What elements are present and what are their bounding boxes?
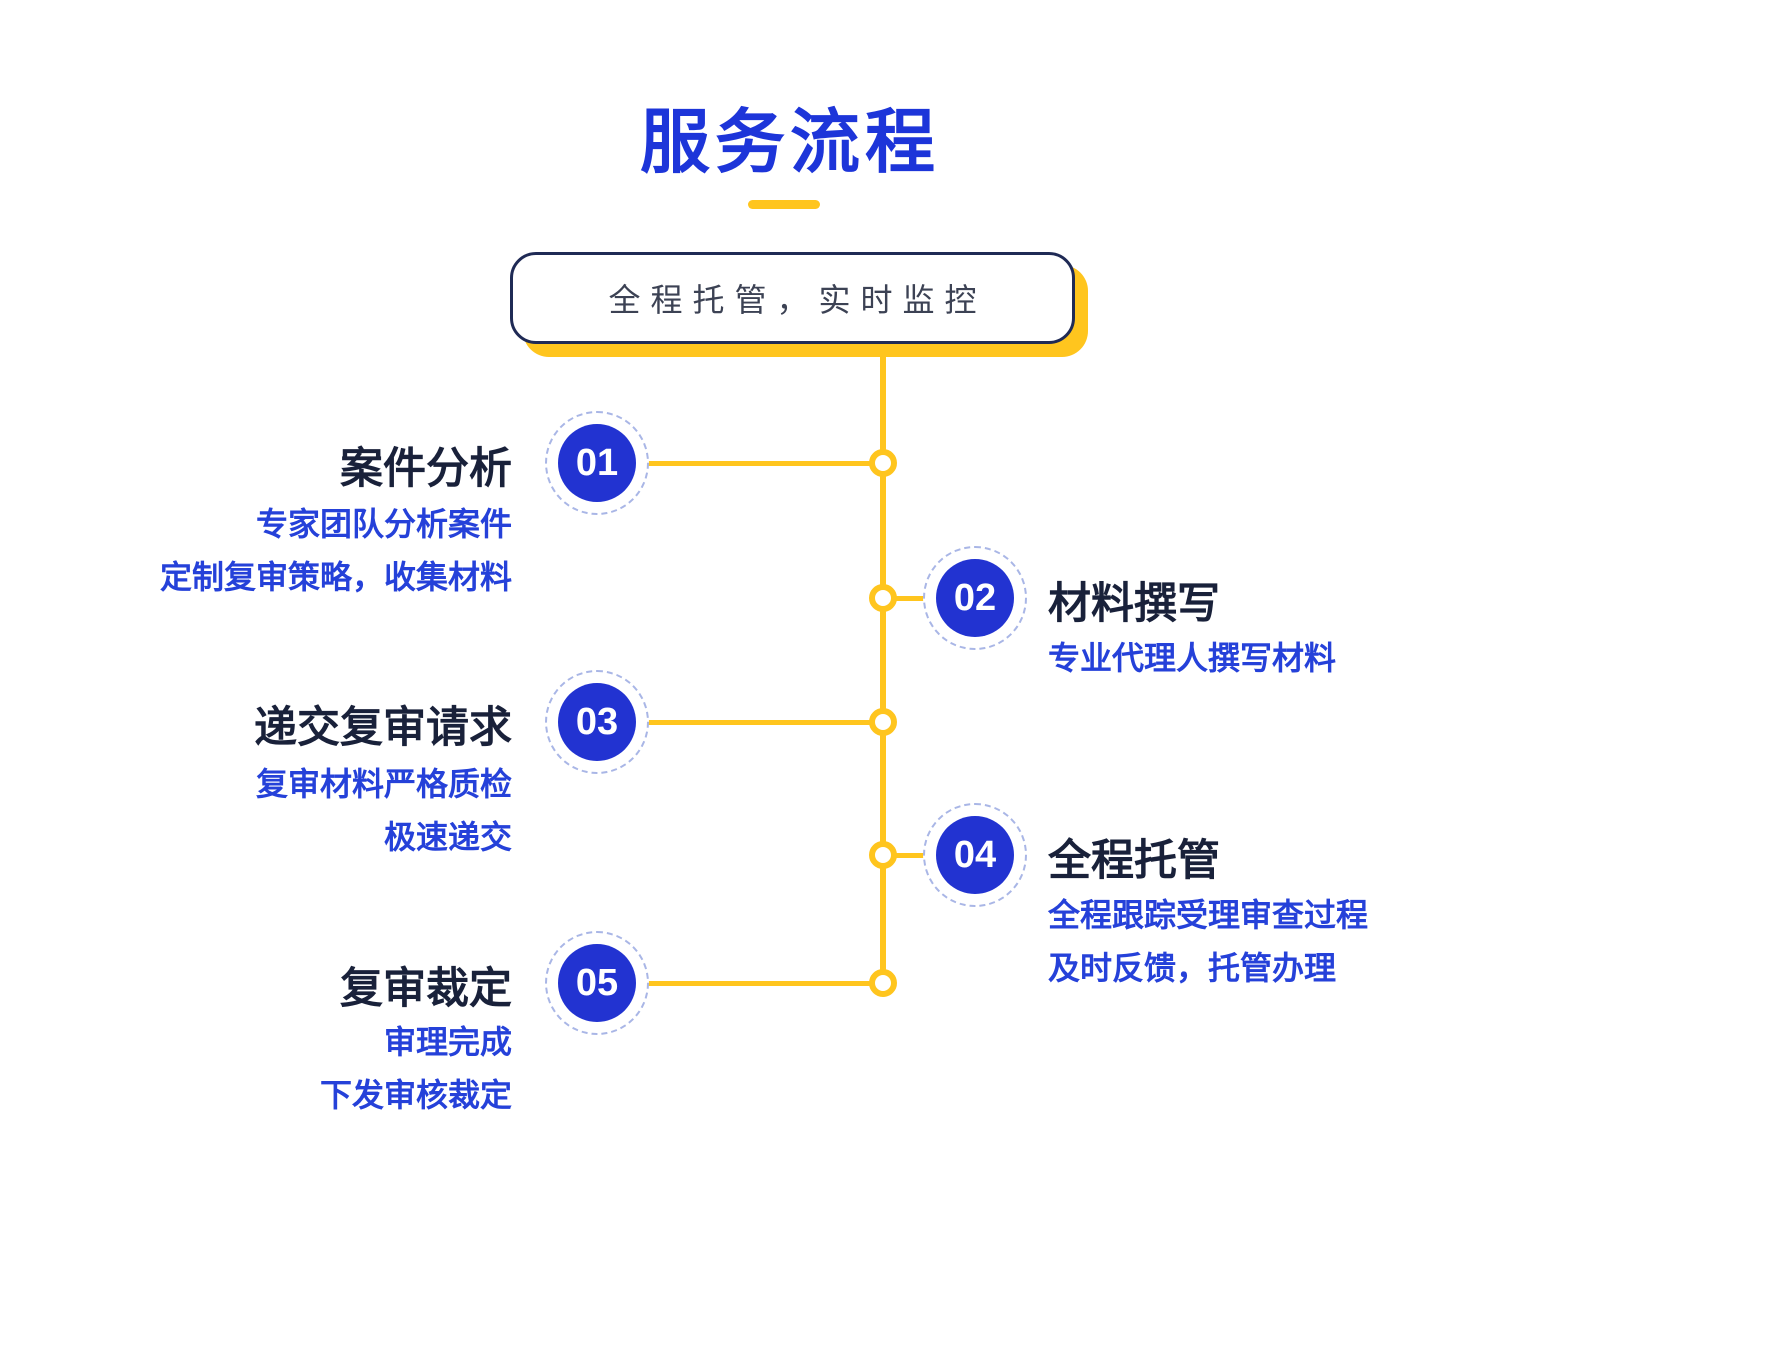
- step-4-number-badge: 04: [936, 816, 1014, 894]
- step-5-desc-line-2: 下发审核裁定: [319, 1077, 512, 1113]
- step-5-title: 复审裁定: [340, 965, 512, 1013]
- connector-step-5: [597, 981, 883, 986]
- step-4-desc-line-1: 全程跟踪受理审查过程: [1048, 897, 1369, 933]
- step-2-description: 专业代理人撰写材料: [1048, 632, 1668, 685]
- title-underline: [748, 200, 820, 209]
- step-2-title: 材料撰写: [1048, 580, 1220, 628]
- step-2-number: 02: [953, 576, 997, 619]
- banner: 全程托管，实时监控: [510, 252, 1075, 344]
- step-4-title: 全程托管: [1048, 837, 1220, 885]
- step-3-number-badge: 03: [558, 683, 636, 761]
- timeline-node-5: [869, 969, 897, 997]
- step-3-number: 03: [575, 700, 619, 743]
- step-3-desc-line-2: 极速递交: [383, 819, 512, 855]
- timeline-node-1: [869, 449, 897, 477]
- connector-step-1: [597, 461, 883, 466]
- step-5-description: 审理完成 下发审核裁定: [40, 1016, 512, 1122]
- timeline-node-4: [869, 841, 897, 869]
- step-1-desc-line-1: 专家团队分析案件: [255, 506, 512, 542]
- step-3-title: 递交复审请求: [254, 704, 512, 752]
- page-title: 服务流程: [640, 103, 940, 181]
- step-1-description: 专家团队分析案件 定制复审策略，收集材料: [40, 498, 512, 604]
- step-5-number-badge: 05: [558, 944, 636, 1022]
- step-4-desc-line-2: 及时反馈，托管办理: [1048, 950, 1337, 986]
- step-1-title: 案件分析: [340, 445, 512, 493]
- timeline-node-3: [869, 708, 897, 736]
- banner-text: 全程托管，实时监控: [608, 282, 987, 318]
- connector-step-3: [597, 720, 883, 725]
- step-5-desc-line-1: 审理完成: [383, 1024, 512, 1060]
- step-1-number-badge: 01: [558, 424, 636, 502]
- step-1-number: 01: [575, 441, 619, 484]
- step-4-number: 04: [953, 833, 997, 876]
- timeline-node-2: [869, 584, 897, 612]
- timeline-line: [880, 344, 886, 985]
- step-3-description: 复审材料严格质检 极速递交: [40, 758, 512, 864]
- step-3-desc-line-1: 复审材料严格质检: [255, 766, 512, 802]
- step-2-number-badge: 02: [936, 559, 1014, 637]
- step-4-description: 全程跟踪受理审查过程 及时反馈，托管办理: [1048, 889, 1668, 995]
- step-2-desc-line-1: 专业代理人撰写材料: [1048, 640, 1337, 676]
- step-1-desc-line-2: 定制复审策略，收集材料: [159, 559, 512, 595]
- step-5-number: 05: [575, 961, 619, 1004]
